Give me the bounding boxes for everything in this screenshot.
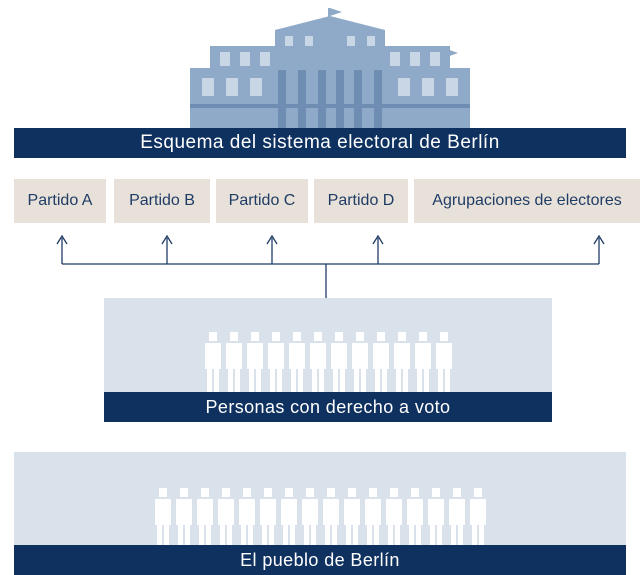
person-figure-icon — [225, 332, 243, 394]
person-figure-icon — [301, 488, 319, 550]
party-box-d: Partido D — [314, 179, 408, 223]
person-figure-icon — [259, 488, 277, 550]
party-box-a: Partido A — [14, 179, 106, 223]
person-figure-icon — [435, 332, 453, 394]
arrowhead-party-a — [56, 234, 68, 245]
person-figure-icon — [330, 332, 348, 394]
person-figure-icon — [343, 488, 361, 550]
person-figure-icon — [372, 332, 390, 394]
person-figure-icon — [196, 488, 214, 550]
person-figure-icon — [385, 488, 403, 550]
person-figure-icon — [280, 488, 298, 550]
voters-label: Personas con derecho a voto — [104, 392, 552, 422]
person-figure-icon — [154, 488, 172, 550]
person-figure-icon — [175, 488, 193, 550]
person-figure-icon — [414, 332, 432, 394]
person-figure-icon — [246, 332, 264, 394]
person-figure-icon — [288, 332, 306, 394]
person-figure-icon — [267, 332, 285, 394]
arrowhead-voter-groups — [593, 234, 605, 245]
person-figure-icon — [406, 488, 424, 550]
parliament-building-icon — [190, 8, 470, 130]
person-figure-icon — [351, 332, 369, 394]
person-figure-icon — [469, 488, 487, 550]
party-box-c: Partido C — [216, 179, 308, 223]
party-box-b: Partido B — [114, 179, 210, 223]
person-figure-icon — [427, 488, 445, 550]
party-box-voter-groups: Agrupaciones de electores — [414, 179, 640, 223]
arrowhead-party-b — [161, 234, 173, 245]
person-figure-icon — [238, 488, 256, 550]
people-panel: El pueblo de Berlín — [14, 452, 626, 575]
person-figure-icon — [309, 332, 327, 394]
person-figure-icon — [364, 488, 382, 550]
arrowhead-party-d — [372, 234, 384, 245]
person-figure-icon — [204, 332, 222, 394]
person-figure-icon — [393, 332, 411, 394]
voters-panel: Personas con derecho a voto — [104, 298, 552, 422]
person-figure-icon — [448, 488, 466, 550]
person-figure-icon — [217, 488, 235, 550]
arrowhead-party-c — [266, 234, 278, 245]
connector-lines — [56, 234, 605, 298]
people-label: El pueblo de Berlín — [14, 545, 626, 575]
diagram-title: Esquema del sistema electoral de Berlín — [14, 128, 626, 158]
person-figure-icon — [322, 488, 340, 550]
